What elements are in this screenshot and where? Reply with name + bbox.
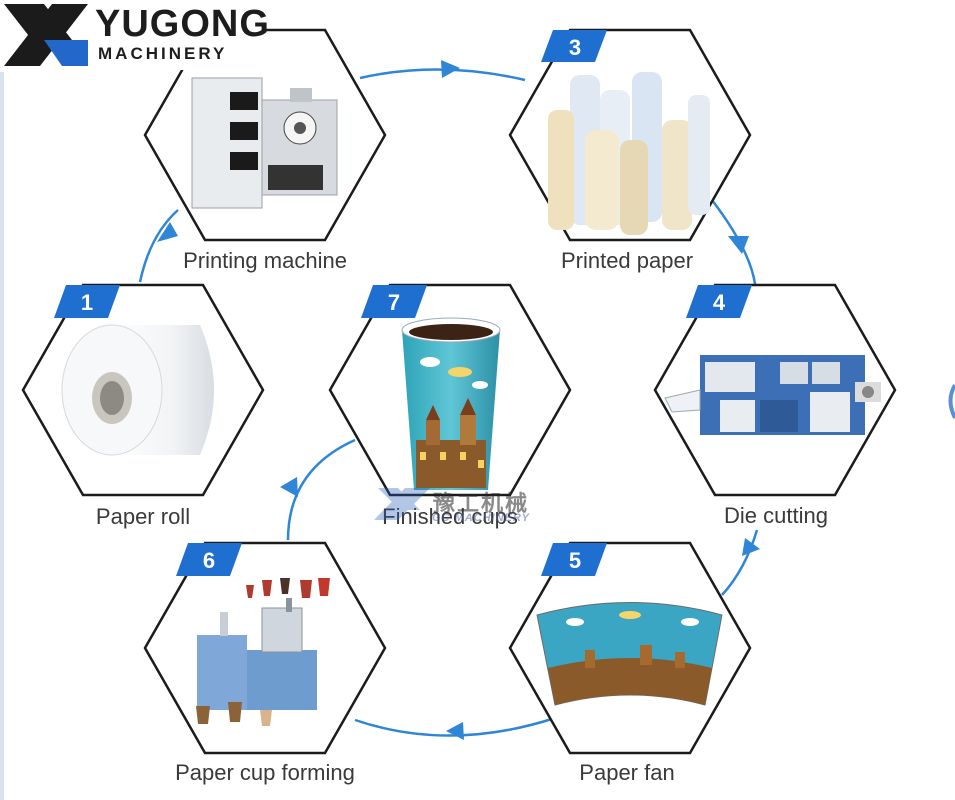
step-badges: 1 3 7 4 6 5 bbox=[54, 30, 752, 576]
arrowhead-4 bbox=[728, 236, 749, 254]
label-paper-fan: Paper fan bbox=[579, 760, 674, 785]
cup-forming-machine-icon bbox=[196, 578, 330, 726]
logo-mark-icon bbox=[0, 0, 92, 70]
label-paper-cup-forming: Paper cup forming bbox=[175, 760, 355, 785]
watermark-cn-text: 豫工机械 bbox=[433, 491, 530, 516]
step-labels: Printing machine Printed paper Paper rol… bbox=[96, 248, 828, 785]
badge-step-6: 6 bbox=[176, 543, 242, 576]
badge-number-3: 3 bbox=[569, 35, 581, 60]
arrowhead-3 bbox=[441, 60, 460, 78]
flow-arrows bbox=[138, 60, 760, 740]
label-die-cutting: Die cutting bbox=[724, 503, 828, 528]
die-cutting-machine-icon bbox=[664, 355, 881, 435]
hexagon-paper-roll bbox=[21, 283, 265, 497]
arrow-4-to-5 bbox=[721, 529, 759, 596]
label-printed-paper: Printed paper bbox=[561, 248, 693, 273]
arrowhead-2 bbox=[157, 222, 178, 242]
arrow-6-to-7 bbox=[286, 438, 356, 541]
brand-tagline: MACHINERY bbox=[98, 44, 228, 63]
badge-number-6: 6 bbox=[203, 548, 215, 573]
badge-number-1: 1 bbox=[81, 290, 93, 315]
printed-paper-icon bbox=[548, 72, 710, 235]
arrowhead-6 bbox=[446, 722, 464, 740]
brand-logo: YUGONG MACHINERY bbox=[0, 0, 269, 70]
hexagon-printing-machine bbox=[143, 28, 387, 242]
badge-number-4: 4 bbox=[713, 290, 726, 315]
arrowhead-7 bbox=[280, 477, 298, 497]
hexagon-printed-paper bbox=[508, 28, 752, 242]
left-edge-strip bbox=[0, 72, 4, 800]
badge-step-4: 4 bbox=[686, 285, 752, 318]
hexagon-paper-cup-forming bbox=[143, 541, 387, 755]
hexagon-finished-cups bbox=[328, 283, 572, 497]
arrow-5-to-6 bbox=[354, 716, 556, 737]
label-paper-roll: Paper roll bbox=[96, 504, 190, 529]
hexagon-die-cutting bbox=[653, 283, 897, 497]
arrowhead-5 bbox=[742, 538, 760, 556]
arrow-2-to-3 bbox=[359, 68, 526, 82]
badge-step-5: 5 bbox=[541, 543, 607, 576]
printing-machine-icon bbox=[191, 77, 338, 209]
right-edge-partial-shape bbox=[948, 383, 955, 419]
badge-number-5: 5 bbox=[569, 548, 581, 573]
paper-fan-icon bbox=[536, 602, 723, 706]
badge-step-1: 1 bbox=[54, 285, 120, 318]
arrow-1-to-2 bbox=[138, 209, 179, 283]
paper-cup-icon bbox=[401, 317, 501, 490]
watermark-logo-mark bbox=[374, 488, 430, 520]
label-finished-cups: Finished cups bbox=[382, 504, 518, 529]
label-printing-machine: Printing machine bbox=[183, 248, 347, 273]
watermark-en-text: GC MACHINERY bbox=[432, 512, 530, 524]
hexagon-paper-fan bbox=[508, 541, 752, 755]
badge-number-7: 7 bbox=[388, 290, 400, 315]
badge-step-7: 7 bbox=[361, 285, 427, 318]
badge-step-3: 3 bbox=[541, 30, 607, 62]
brand-name: YUGONG bbox=[95, 3, 270, 45]
paper-roll-icon bbox=[61, 324, 214, 456]
